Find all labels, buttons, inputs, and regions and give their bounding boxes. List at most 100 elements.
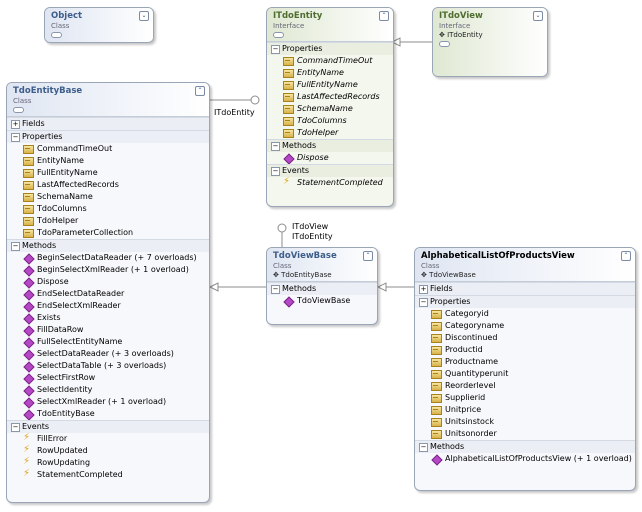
member-name: Categoryname (445, 321, 505, 330)
property-item[interactable]: Categoryname (415, 320, 635, 332)
section-fields[interactable]: +Fields (7, 117, 209, 130)
section-methods[interactable]: −Methods (267, 282, 377, 295)
property-item[interactable]: CommandTimeOut (7, 143, 209, 155)
section-fields[interactable]: +Fields (415, 282, 635, 295)
method-icon (23, 386, 33, 394)
method-item[interactable]: Dispose (7, 276, 209, 288)
property-item[interactable]: Unitsonorder (415, 428, 635, 440)
property-item[interactable]: TdoHelper (7, 215, 209, 227)
method-item[interactable]: TdoEntityBase (7, 408, 209, 420)
collapse-toggle-icon[interactable]: − (419, 298, 428, 307)
property-item[interactable]: Reorderlevel (415, 380, 635, 392)
method-item[interactable]: Exists (7, 312, 209, 324)
collapse-toggle-icon[interactable]: − (271, 142, 280, 151)
collapse-icon[interactable]: ⌃ (363, 251, 373, 261)
section-methods[interactable]: −Methods (7, 239, 209, 252)
expand-icon[interactable]: ⌄ (139, 11, 149, 21)
collapse-toggle-icon[interactable]: − (419, 443, 428, 452)
section-events[interactable]: −Events (267, 164, 393, 177)
method-icon (23, 314, 33, 322)
property-item[interactable]: SchemaName (7, 191, 209, 203)
property-item[interactable]: Productname (415, 356, 635, 368)
member-name: SelectFirstRow (37, 373, 96, 382)
collapse-toggle-icon[interactable]: − (271, 167, 280, 176)
collapse-icon[interactable]: ⌃ (195, 86, 205, 96)
collapse-toggle-icon[interactable]: − (271, 45, 280, 54)
event-item[interactable]: RowUpdating (7, 456, 209, 469)
section-methods[interactable]: −Methods (415, 440, 635, 453)
property-item[interactable]: Quantityperunit (415, 368, 635, 380)
method-item[interactable]: FillDataRow (7, 324, 209, 336)
property-item[interactable]: CommandTimeOut (267, 55, 393, 67)
collapse-toggle-icon[interactable]: − (11, 423, 20, 432)
section-methods[interactable]: −Methods (267, 139, 393, 152)
section-properties[interactable]: −Properties (267, 42, 393, 55)
property-item[interactable]: LastAffectedRecords (267, 91, 393, 103)
property-item[interactable]: TdoParameterCollection (7, 227, 209, 239)
method-item[interactable]: BeginSelectDataReader (+ 7 overloads) (7, 252, 209, 264)
event-item[interactable]: StatementCompleted (267, 176, 393, 189)
section-label: Properties (22, 132, 63, 141)
property-item[interactable]: EntityName (267, 67, 393, 79)
property-item[interactable]: TdoColumns (267, 115, 393, 127)
method-item[interactable]: SelectIdentity (7, 384, 209, 396)
method-item[interactable]: SelectXmlReader (+ 1 overload) (7, 396, 209, 408)
section-events[interactable]: −Events (7, 420, 209, 433)
collapse-toggle-icon[interactable]: − (271, 285, 280, 294)
method-item[interactable]: SelectDataReader (+ 3 overloads) (7, 348, 209, 360)
method-item[interactable]: SelectFirstRow (7, 372, 209, 384)
method-item[interactable]: EndSelectXmlReader (7, 300, 209, 312)
property-item[interactable]: TdoHelper (267, 127, 393, 139)
property-item[interactable]: Productid (415, 344, 635, 356)
property-item[interactable]: LastAffectedRecords (7, 179, 209, 191)
property-icon (23, 157, 34, 166)
method-icon (23, 278, 33, 286)
method-item[interactable]: Dispose (267, 152, 393, 164)
section-properties[interactable]: −Properties (7, 130, 209, 143)
property-item[interactable]: EntityName (7, 155, 209, 167)
method-item[interactable]: EndSelectDataReader (7, 288, 209, 300)
collapse-icon[interactable]: ⌃ (621, 251, 631, 261)
property-item[interactable]: TdoColumns (7, 203, 209, 215)
interface-itdoview[interactable]: ITdoView Interface ✥ ITdoEntity ⌄ (432, 7, 548, 77)
expand-icon[interactable]: ⌄ (533, 11, 543, 21)
method-item[interactable]: FullSelectEntityName (7, 336, 209, 348)
property-icon (23, 193, 34, 202)
shape-indicator-icon (51, 32, 62, 38)
property-item[interactable]: SchemaName (267, 103, 393, 115)
class-object[interactable]: Object Class ⌄ (44, 7, 154, 43)
expand-toggle-icon[interactable]: + (419, 285, 428, 294)
event-item[interactable]: StatementCompleted (7, 468, 209, 481)
method-item[interactable]: BeginSelectXmlReader (+ 1 overload) (7, 264, 209, 276)
event-item[interactable]: FillError (7, 432, 209, 445)
property-item[interactable]: Unitprice (415, 404, 635, 416)
collapse-toggle-icon[interactable]: − (11, 133, 20, 142)
property-item[interactable]: FullEntityName (267, 79, 393, 91)
member-name: SchemaName (297, 104, 353, 113)
method-item[interactable]: TdoViewBase (267, 295, 377, 307)
member-name: Productid (445, 345, 483, 354)
property-item[interactable]: Unitsinstock (415, 416, 635, 428)
class-object-header[interactable]: Object Class ⌄ (45, 8, 153, 42)
property-item[interactable]: Supplierid (415, 392, 635, 404)
property-item[interactable]: Discontinued (415, 332, 635, 344)
collapse-toggle-icon[interactable]: − (11, 242, 20, 251)
property-item[interactable]: FullEntityName (7, 167, 209, 179)
collapse-icon[interactable]: ⌃ (379, 11, 389, 21)
method-item[interactable]: SelectDataTable (+ 3 overloads) (7, 360, 209, 372)
property-item[interactable]: Categoryid (415, 308, 635, 320)
interface-itdoview-header[interactable]: ITdoView Interface ✥ ITdoEntity ⌄ (433, 8, 547, 76)
event-item[interactable]: RowUpdated (7, 444, 209, 457)
expand-toggle-icon[interactable]: + (11, 120, 20, 129)
type-kind: Class (273, 262, 292, 270)
method-item[interactable]: AlphabeticalListOfProductsView (+ 1 over… (415, 453, 635, 465)
section-properties[interactable]: −Properties (415, 295, 635, 308)
